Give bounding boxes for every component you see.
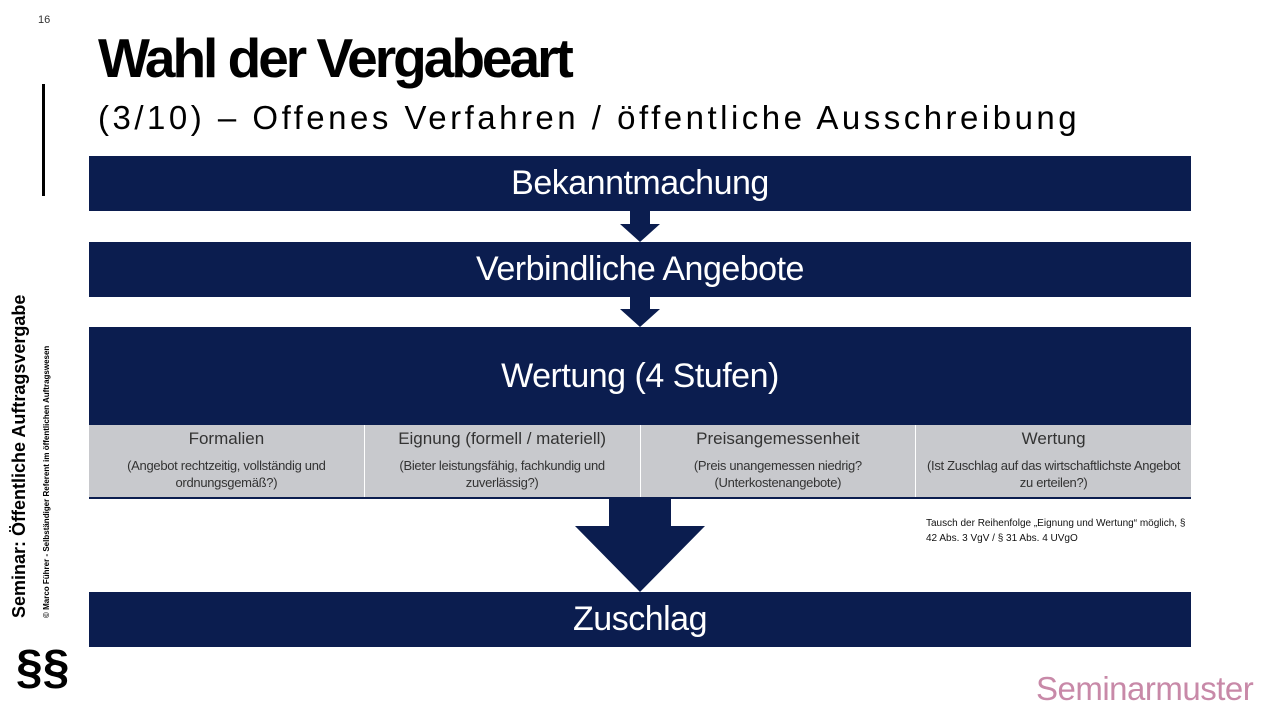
flow-step-label: Bekanntmachung — [511, 164, 769, 202]
evaluation-stages: Formalien (Angebot rechtzeitig, vollstän… — [89, 425, 1191, 499]
order-swap-note: Tausch der Reihenfolge „Eignung und Wert… — [926, 518, 1186, 544]
stage-description: (Ist Zuschlag auf das wirtschaftlichste … — [926, 458, 1181, 490]
seminar-title: Seminar: Öffentliche Auftragsvergabe — [9, 294, 29, 618]
stage-title: Wertung — [1021, 429, 1086, 448]
flow-step-binding-offers: Verbindliche Angebote — [89, 242, 1191, 297]
flow-arrow-down-large-icon — [575, 497, 705, 592]
flow-step-evaluation: Wertung (4 Stufen) — [89, 327, 1191, 425]
page-subtitle: (3/10) – Offenes Verfahren / öffentliche… — [98, 99, 1081, 136]
stage-formalities: Formalien (Angebot rechtzeitig, vollstän… — [89, 425, 364, 497]
page-title: Wahl der Vergabeart — [98, 27, 574, 89]
flow-step-award: Zuschlag — [89, 592, 1191, 647]
flow-step-label: Zuschlag — [573, 600, 707, 638]
flow-arrow-down-icon — [620, 211, 660, 242]
page-number: 16 — [38, 14, 51, 26]
sidebar-divider — [42, 84, 45, 196]
stage-title: Formalien — [188, 429, 265, 448]
stage-title: Eignung (formell / materiell) — [398, 429, 607, 448]
stage-description: (Angebot rechtzeitig, vollständig und or… — [127, 458, 326, 490]
stage-description: (Bieter leistungsfähig, fachkundig und z… — [399, 458, 605, 490]
flow-step-announcement: Bekanntmachung — [89, 156, 1191, 211]
paragraph-icon: §§ — [16, 641, 70, 694]
author-credit: © Marco Führer - Selbständiger Referent … — [42, 345, 51, 618]
flow-step-label: Wertung (4 Stufen) — [501, 356, 779, 395]
sidebar-branding: Seminar: Öffentliche Auftragsvergabe © M… — [9, 240, 72, 618]
stage-evaluation: Wertung (Ist Zuschlag auf das wirtschaft… — [915, 425, 1191, 497]
flow-step-label: Verbindliche Angebote — [476, 250, 804, 288]
stage-title: Preisangemessenheit — [696, 429, 860, 448]
stage-price-adequacy: Preisangemessenheit (Preis unangemessen … — [639, 425, 916, 497]
stage-suitability: Eignung (formell / materiell) (Bieter le… — [363, 425, 640, 497]
flow-arrow-down-icon — [620, 297, 660, 327]
watermark: Seminarmuster — [1036, 670, 1254, 707]
stage-description: (Preis unangemessen niedrig? (Unterkoste… — [693, 458, 862, 490]
